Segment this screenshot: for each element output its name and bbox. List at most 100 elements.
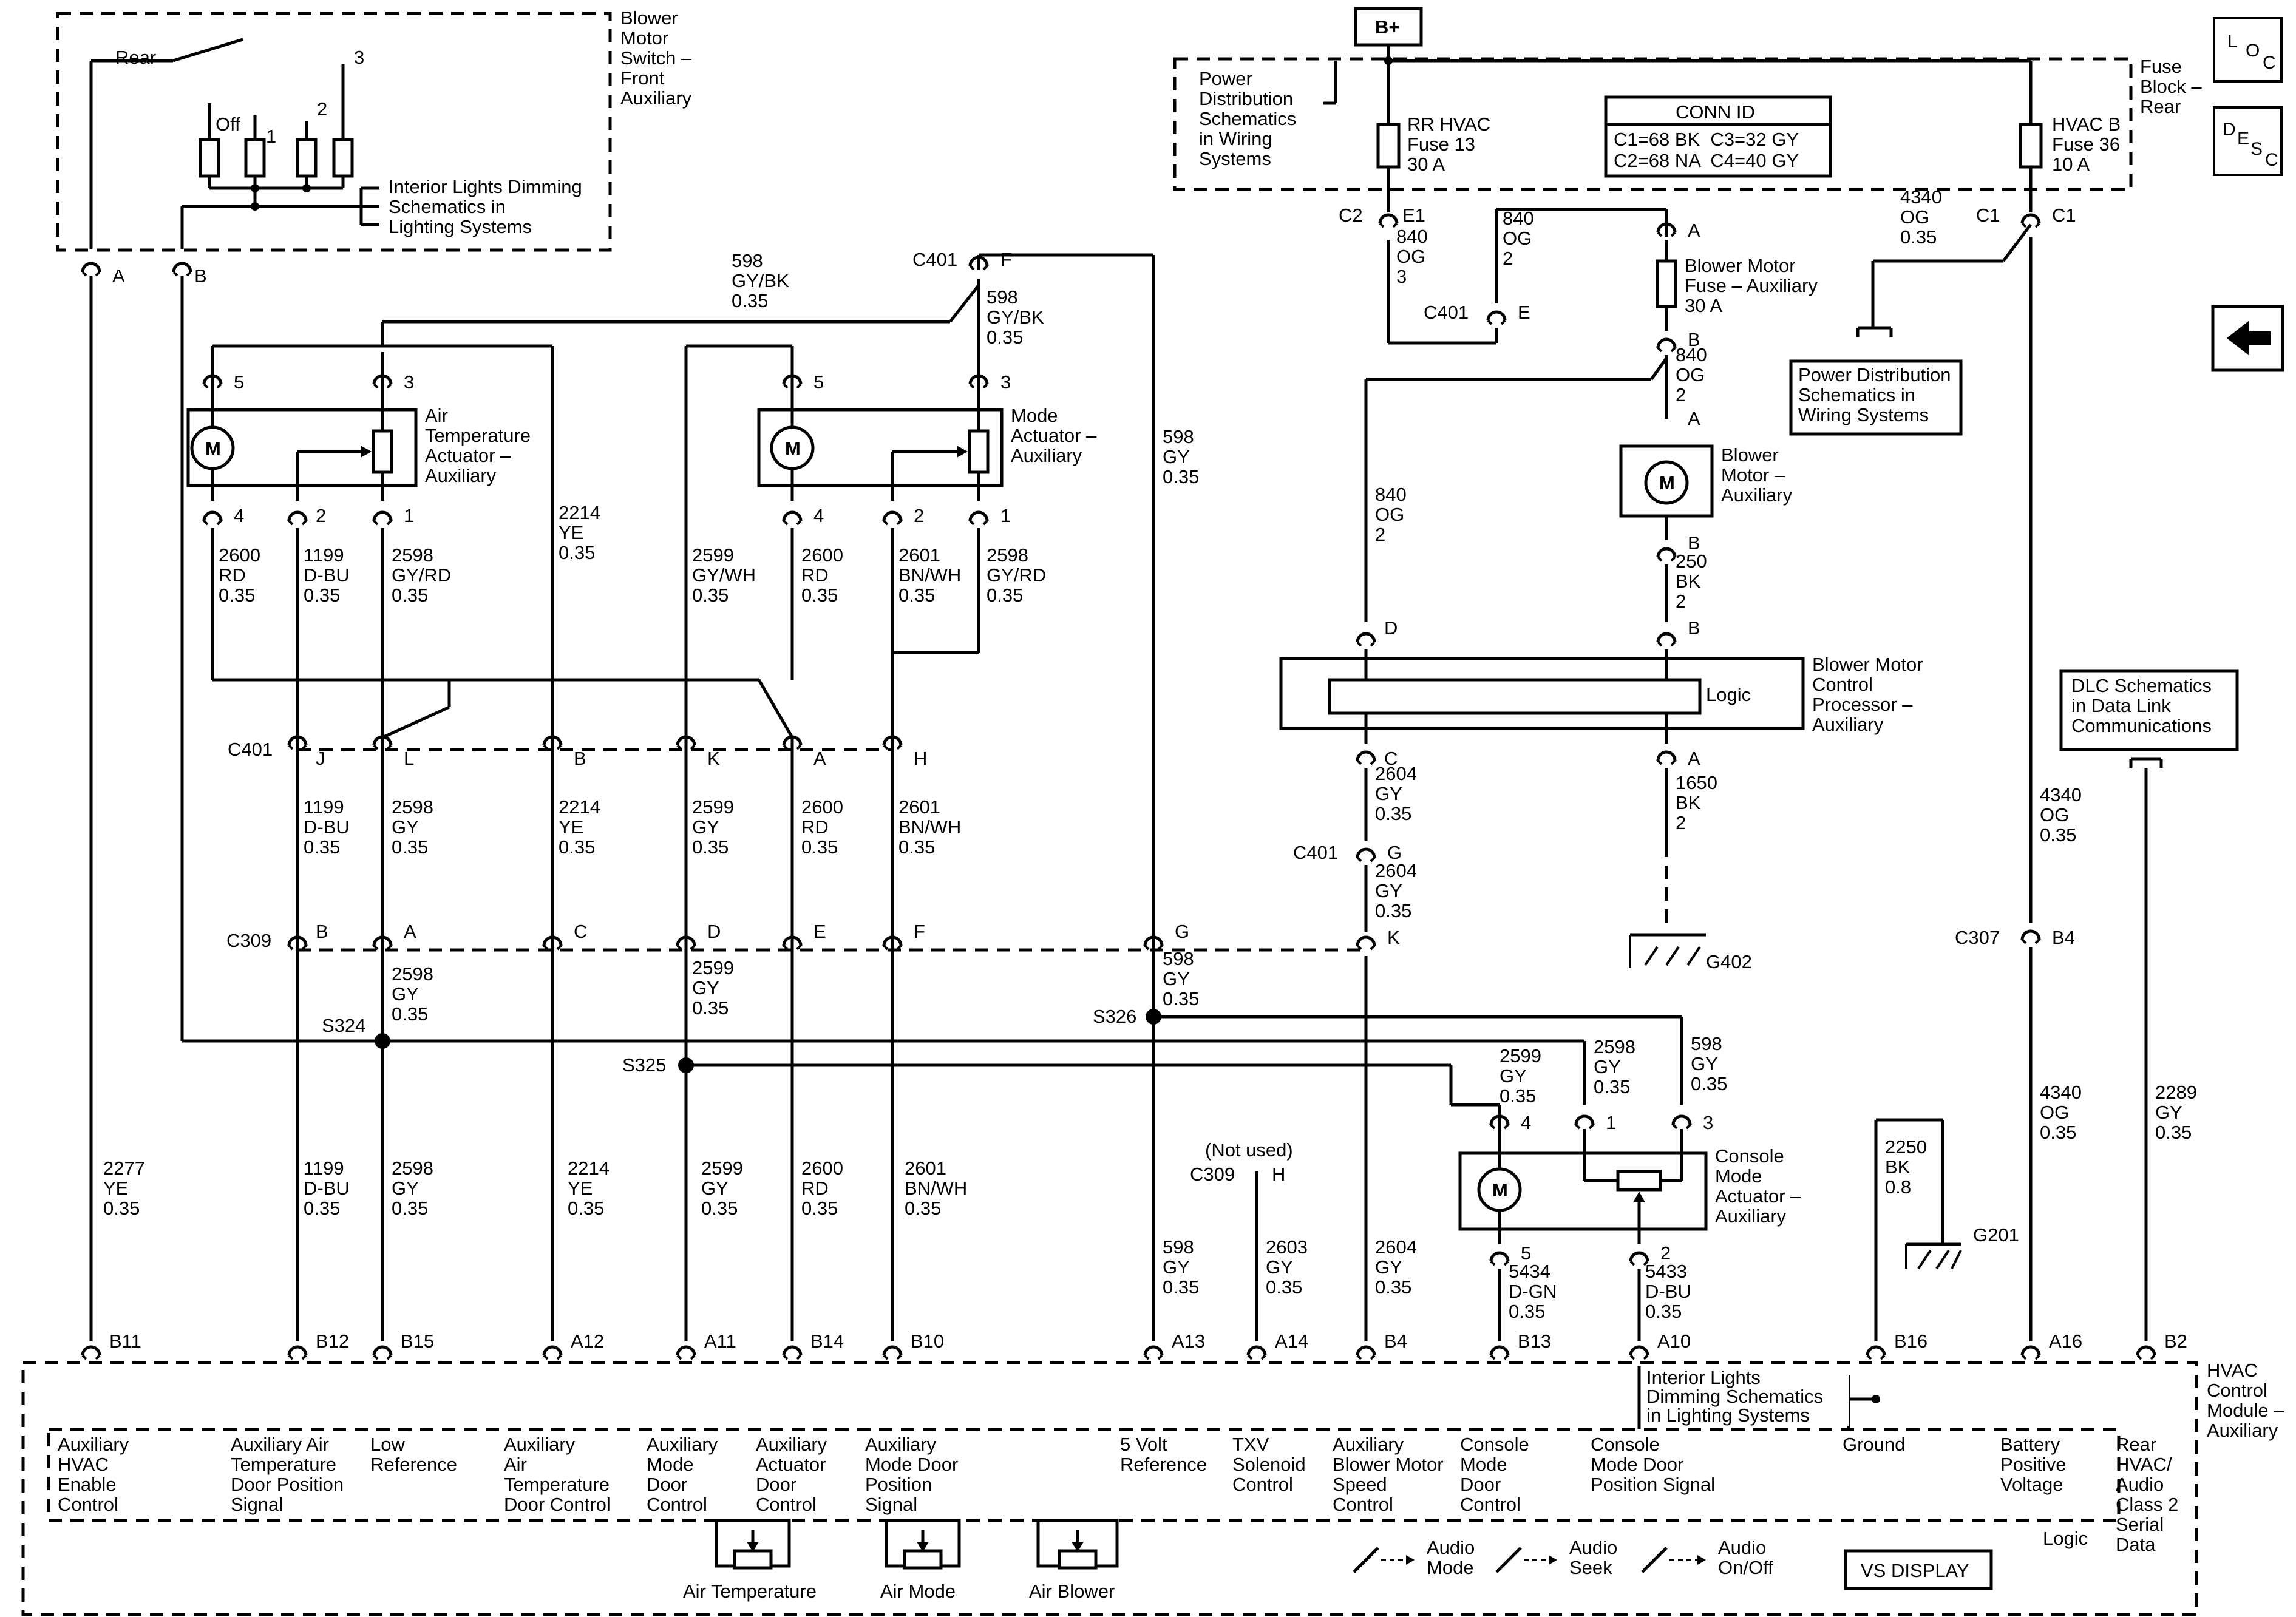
connector-terminal — [2020, 213, 2041, 228]
connector-terminal — [1656, 750, 1677, 765]
connector-terminal — [882, 510, 903, 526]
position-1-label: 1 — [266, 126, 276, 147]
desc-letter-c: C — [2265, 150, 2278, 170]
module-pin-B13: B13 — [1518, 1331, 1551, 1352]
desc-button[interactable]: D E S C — [2213, 106, 2283, 176]
pin-label: 3 — [1000, 371, 1011, 393]
pin-label: G402 — [1706, 951, 1752, 972]
svg-text:Lighting Systems: Lighting Systems — [389, 216, 532, 237]
pin-label: C307 — [1955, 927, 2000, 948]
connector-terminal — [1656, 547, 1677, 562]
blower-motor-label: Blower Motor – Auxiliary — [1721, 444, 1793, 506]
connector-terminal — [287, 735, 308, 750]
dlc-box-label: DLC Schematics in Data Link Communicatio… — [2071, 675, 2212, 736]
module-logic-label: Logic — [2043, 1528, 2088, 1549]
pin-label: C1 — [2052, 205, 2076, 226]
loc-button[interactable]: L O C — [2213, 17, 2283, 83]
connector-terminal — [372, 1345, 393, 1360]
connector-terminal — [1489, 1251, 1510, 1266]
connector-terminal — [372, 735, 393, 750]
connector-terminal — [1486, 310, 1507, 325]
svg-text:On/Off: On/Off — [1718, 1557, 1773, 1578]
pin-label: C309 — [1190, 1164, 1235, 1185]
connector-terminal — [287, 935, 308, 951]
svg-text:Schematics in: Schematics in — [389, 196, 506, 217]
pin-label: A — [1688, 408, 1700, 429]
blower-processor-label: Blower Motor Control Processor – Auxilia… — [1812, 654, 1923, 735]
svg-text:Motor –: Motor – — [1721, 464, 1785, 486]
svg-text:Motor: Motor — [620, 27, 668, 49]
svg-text:RR HVAC: RR HVAC — [1407, 114, 1490, 135]
pin-label: (Not used) — [1205, 1139, 1293, 1161]
svg-text:M: M — [205, 438, 221, 459]
connector-terminal — [542, 735, 563, 750]
air-temp-actuator-title: Air Temperature Actuator – Auxiliary — [425, 405, 531, 486]
svg-text:Actuator –: Actuator – — [1715, 1185, 1801, 1207]
pin-label: B — [574, 748, 586, 769]
svg-text:Power Distribution: Power Distribution — [1798, 364, 1951, 385]
svg-text:Auxiliary: Auxiliary — [1721, 484, 1793, 506]
connector-terminal — [782, 935, 803, 951]
connector-terminal — [1489, 1114, 1510, 1130]
air-temperature-actuator: M Air Temperature Actuator – Auxiliary — [186, 352, 531, 501]
connector-terminal — [81, 1345, 101, 1360]
pin-label: B — [1688, 329, 1700, 350]
connector-terminal — [2020, 1345, 2041, 1360]
svg-text:Wiring Systems: Wiring Systems — [1798, 404, 1929, 425]
connector-terminal — [1356, 847, 1376, 863]
pin-label: 4 — [234, 505, 244, 526]
svg-text:Auxiliary: Auxiliary — [620, 87, 692, 109]
pin-label: S326 — [1093, 1006, 1136, 1027]
pin-label: 4 — [813, 505, 824, 526]
svg-text:Audio: Audio — [1569, 1537, 1617, 1558]
module-pin-B11: B11 — [109, 1331, 141, 1352]
conn-id-row-1: C1=68 BK C3=32 GY — [1614, 129, 1799, 150]
svg-text:Blower: Blower — [620, 7, 678, 29]
pds-box-label: Power Distribution Schematics in Wiring … — [1798, 364, 1951, 425]
connector-terminal — [1143, 1345, 1164, 1360]
connector-terminal — [782, 374, 803, 389]
connector-terminal — [1246, 1345, 1267, 1360]
connector-terminal — [882, 735, 903, 750]
loc-letter-l: L — [2227, 32, 2238, 52]
module-pin-B10: B10 — [911, 1331, 944, 1352]
connector-terminal — [1656, 337, 1677, 353]
svg-text:Blower: Blower — [1721, 444, 1779, 466]
pin-label: C — [1384, 748, 1398, 769]
pin-label: E — [1518, 302, 1530, 323]
connector-terminal — [882, 935, 903, 951]
connector-terminal — [202, 374, 223, 389]
svg-text:Mode: Mode — [1715, 1165, 1762, 1187]
connector-terminal — [1656, 222, 1677, 237]
pin-label: 5 — [813, 371, 824, 393]
svg-text:30 A: 30 A — [1407, 154, 1445, 175]
pin-label: 1 — [1000, 505, 1011, 526]
module-pin-B15: B15 — [401, 1331, 434, 1352]
arrow-left-icon[interactable] — [2211, 305, 2284, 372]
splice-s325 — [678, 1057, 694, 1073]
pin-label: G201 — [1973, 1224, 2019, 1246]
svg-text:30 A: 30 A — [1685, 295, 1722, 316]
pin-label: C2 — [1339, 205, 1363, 226]
svg-text:Rear: Rear — [2140, 96, 2181, 117]
svg-text:Temperature: Temperature — [425, 425, 531, 446]
svg-text:Control: Control — [1812, 674, 1873, 695]
